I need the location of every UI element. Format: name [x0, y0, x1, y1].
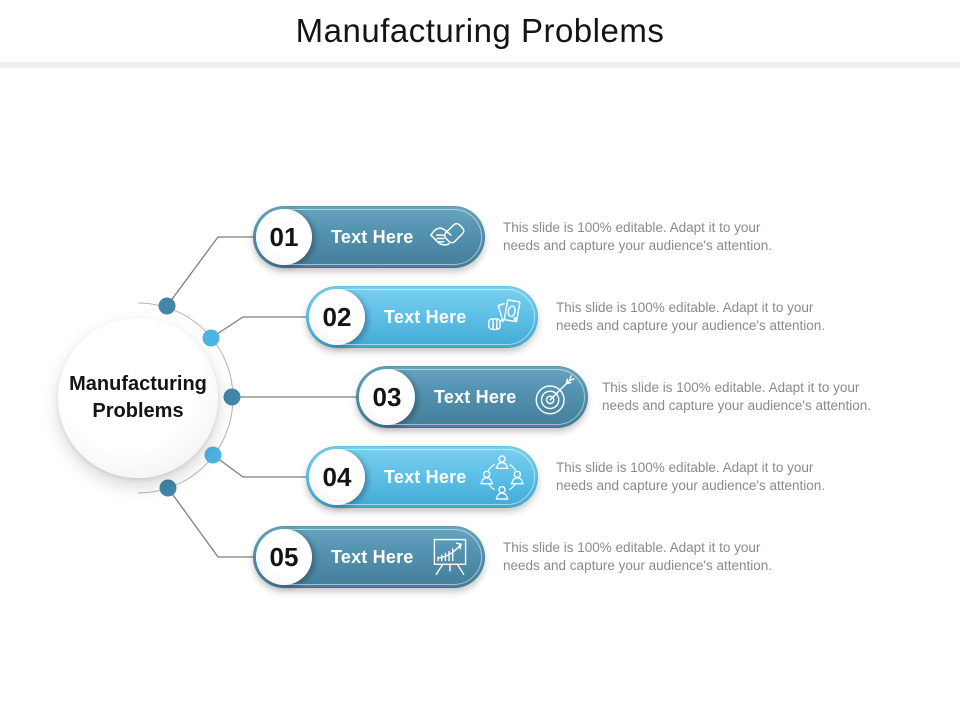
step-description-line1: This slide is 100% editable. Adapt it to…: [503, 540, 761, 555]
step-number: 03: [372, 381, 402, 412]
step-description-line2: needs and capture your audience's attent…: [503, 558, 773, 573]
step-number-circle: 04: [309, 449, 365, 505]
step-description: This slide is 100% editable. Adapt it to…: [503, 539, 772, 575]
title-divider: [0, 62, 960, 68]
step-description: This slide is 100% editable. Adapt it to…: [503, 219, 772, 255]
step-description-line1: This slide is 100% editable. Adapt it to…: [556, 300, 814, 315]
step-description: This slide is 100% editable. Adapt it to…: [602, 379, 871, 415]
step-number-circle: 05: [256, 529, 312, 585]
step-description: This slide is 100% editable. Adapt it to…: [556, 299, 825, 335]
center-circle-label-line1: Manufacturing: [69, 373, 207, 395]
step-description-line2: needs and capture your audience's attent…: [503, 238, 773, 253]
step-pill-04[interactable]: 04 Text Here: [306, 446, 538, 508]
step-number: 05: [269, 541, 299, 572]
money-in-hand-icon: [483, 296, 525, 338]
handshake-icon: [426, 216, 472, 258]
step-number: 04: [322, 461, 352, 492]
step-pill-02[interactable]: 02 Text Here: [306, 286, 538, 348]
step-label: Text Here: [331, 226, 414, 247]
team-network-icon: [479, 454, 525, 500]
center-circle[interactable]: Manufacturing Problems: [58, 318, 218, 478]
step-description-line1: This slide is 100% editable. Adapt it to…: [556, 460, 814, 475]
step-number-circle: 01: [256, 209, 312, 265]
step-number: 02: [322, 301, 352, 332]
step-number-circle: 02: [309, 289, 365, 345]
step-number: 01: [269, 221, 299, 252]
step-number-circle: 03: [359, 369, 415, 425]
step-description-line2: needs and capture your audience's attent…: [556, 478, 826, 493]
step-pill-05[interactable]: 05 Text Here: [253, 526, 485, 588]
step-description-line1: This slide is 100% editable. Adapt it to…: [503, 220, 761, 235]
step-description-line2: needs and capture your audience's attent…: [556, 318, 826, 333]
center-circle-label-line2: Problems: [92, 400, 184, 422]
step-pill-03[interactable]: 03 Text Here: [356, 366, 588, 428]
page-title: Manufacturing Problems: [295, 12, 665, 49]
step-pill-01[interactable]: 01 Text Here: [253, 206, 485, 268]
step-description-line2: needs and capture your audience's attent…: [602, 398, 872, 413]
step-label: Text Here: [434, 386, 517, 407]
growth-chart-icon: [428, 534, 472, 580]
step-label: Text Here: [384, 306, 467, 327]
step-description: This slide is 100% editable. Adapt it to…: [556, 459, 825, 495]
step-label: Text Here: [331, 546, 414, 567]
step-label: Text Here: [384, 466, 467, 487]
target-icon: [531, 375, 575, 419]
step-description-line1: This slide is 100% editable. Adapt it to…: [602, 380, 860, 395]
